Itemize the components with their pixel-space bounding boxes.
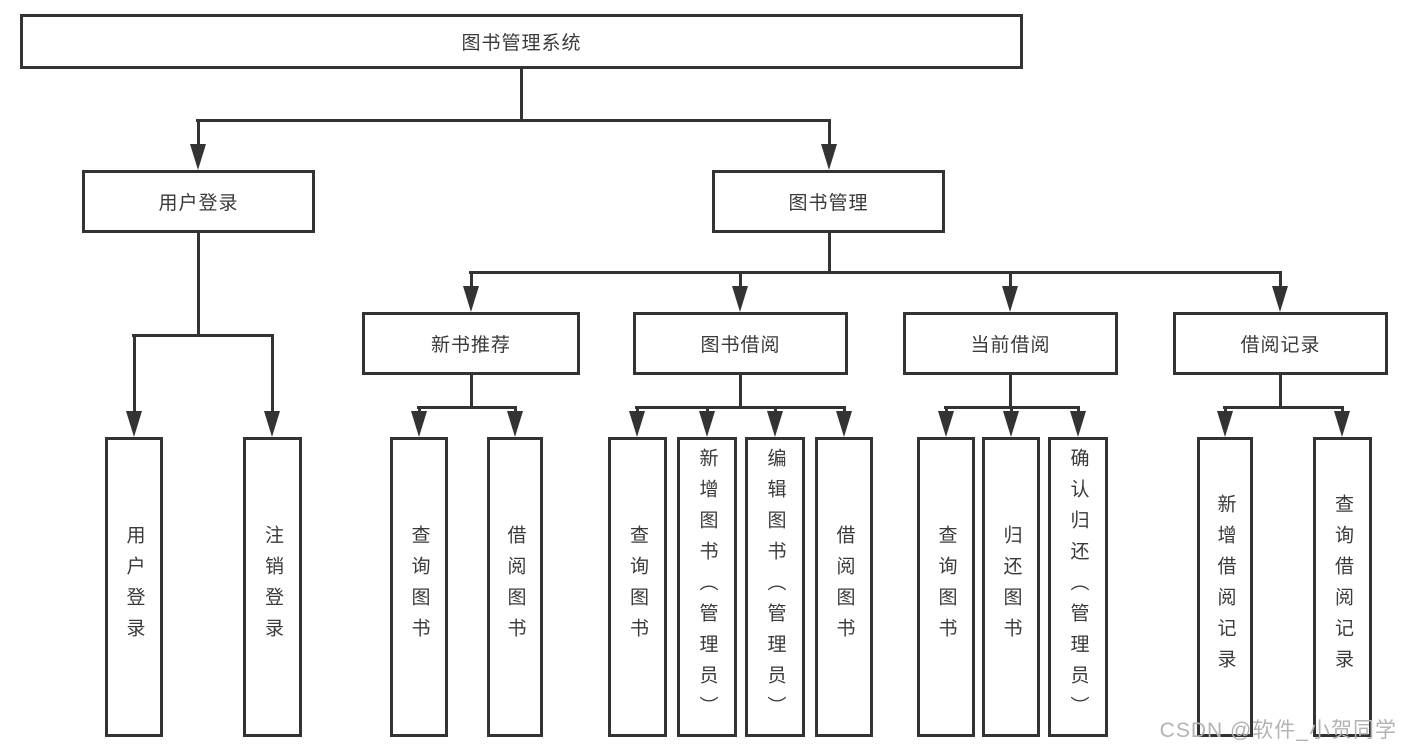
node-borrow-records: 借阅记录 <box>1173 312 1388 375</box>
arrow-b2 <box>699 411 715 437</box>
connector-drop-new-books <box>470 271 473 289</box>
leaf-edit-book-admin: 编辑图书（管理员） <box>745 437 805 737</box>
connector-drop-b1 <box>636 406 639 414</box>
arrow-user-login <box>190 144 206 170</box>
leaf-borrow-books-1: 借阅图书 <box>487 437 543 737</box>
leaf-add-book-admin-label: 新增图书（管理员） <box>696 447 718 727</box>
connector-drop-user-login <box>197 119 200 147</box>
arrow-new-books <box>463 286 479 312</box>
node-current-borrow: 当前借阅 <box>903 312 1118 375</box>
node-root: 图书管理系统 <box>20 14 1023 69</box>
leaf-add-borrow-record-label: 新增借阅记录 <box>1214 494 1236 680</box>
connector-drop-b2 <box>706 406 709 414</box>
arrow-nb2 <box>507 411 523 437</box>
connector-records-stem <box>1279 373 1282 408</box>
leaf-query-borrow-record-label: 查询借阅记录 <box>1332 494 1353 680</box>
leaf-add-book-admin: 新增图书（管理员） <box>677 437 737 737</box>
node-book-mgmt: 图书管理 <box>712 170 945 233</box>
arrow-b3 <box>767 411 783 437</box>
connector-user-login-stem <box>197 231 200 336</box>
connector-drop-c3 <box>1077 406 1080 414</box>
connector-drop-b3 <box>774 406 777 414</box>
leaf-confirm-return-admin: 确认归还（管理员） <box>1048 437 1108 737</box>
leaf-borrow-books-2: 借阅图书 <box>815 437 873 737</box>
connector-level2-bar <box>196 119 831 122</box>
arrow-leaf-logout <box>264 411 280 437</box>
leaf-user-login: 用户登录 <box>105 437 163 737</box>
leaf-query-books-3-label: 查询图书 <box>935 525 957 649</box>
arrow-r1 <box>1217 411 1233 437</box>
connector-drop-r2 <box>1341 406 1344 414</box>
connector-root-stem <box>520 67 523 121</box>
connector-level3-bar <box>469 271 1282 274</box>
leaf-query-books-2: 查询图书 <box>608 437 667 737</box>
connector-user-login-bar <box>132 334 274 337</box>
connector-drop-nb1 <box>418 406 421 414</box>
arrow-borrow <box>732 286 748 312</box>
arrow-c1 <box>938 411 954 437</box>
connector-current-stem <box>1009 373 1012 408</box>
leaf-return-book-label: 归还图书 <box>1000 525 1022 649</box>
leaf-query-books-3: 查询图书 <box>917 437 975 737</box>
connector-drop-c1 <box>945 406 948 414</box>
leaf-borrow-books-2-label: 借阅图书 <box>833 525 855 649</box>
connector-new-books-bar <box>417 406 517 409</box>
arrow-records <box>1272 286 1288 312</box>
connector-borrow-bar <box>635 406 846 409</box>
connector-drop-leaf-logout <box>271 334 274 414</box>
arrow-nb1 <box>411 411 427 437</box>
node-user-login: 用户登录 <box>82 170 315 233</box>
leaf-logout: 注销登录 <box>243 437 302 737</box>
leaf-return-book: 归还图书 <box>982 437 1040 737</box>
leaf-query-borrow-record: 查询借阅记录 <box>1313 437 1372 737</box>
connector-new-books-stem <box>470 373 473 408</box>
connector-borrow-stem <box>739 373 742 408</box>
connector-drop-current <box>1009 271 1012 289</box>
connector-drop-borrow <box>739 271 742 289</box>
arrow-book-mgmt <box>821 144 837 170</box>
connector-drop-records <box>1279 271 1282 289</box>
leaf-borrow-books-1-label: 借阅图书 <box>504 525 526 649</box>
connector-drop-r1 <box>1224 406 1227 414</box>
connector-book-mgmt-stem <box>828 231 831 272</box>
leaf-user-login-label: 用户登录 <box>123 525 145 649</box>
node-new-books: 新书推荐 <box>362 312 580 375</box>
arrow-current <box>1002 286 1018 312</box>
connector-drop-leaf-login <box>133 334 136 414</box>
leaf-confirm-return-admin-label: 确认归还（管理员） <box>1067 447 1089 727</box>
arrow-b4 <box>836 411 852 437</box>
connector-drop-nb2 <box>514 406 517 414</box>
connector-records-bar <box>1223 406 1344 409</box>
leaf-query-books-1-label: 查询图书 <box>408 525 430 649</box>
connector-drop-c2 <box>1010 406 1013 414</box>
leaf-query-books-1: 查询图书 <box>390 437 448 737</box>
watermark-text: CSDN @软件_小贺同学 <box>1159 719 1397 742</box>
leaf-query-books-2-label: 查询图书 <box>627 525 648 649</box>
leaf-logout-label: 注销登录 <box>262 525 283 649</box>
arrow-c2 <box>1003 411 1019 437</box>
connector-drop-book-mgmt <box>828 119 831 147</box>
leaf-edit-book-admin-label: 编辑图书（管理员） <box>764 447 786 727</box>
arrow-r2 <box>1334 411 1350 437</box>
arrow-leaf-login <box>126 411 142 437</box>
leaf-add-borrow-record: 新增借阅记录 <box>1197 437 1253 737</box>
arrow-b1 <box>629 411 645 437</box>
node-book-borrow: 图书借阅 <box>633 312 848 375</box>
connector-drop-b4 <box>843 406 846 414</box>
arrow-c3 <box>1070 411 1086 437</box>
